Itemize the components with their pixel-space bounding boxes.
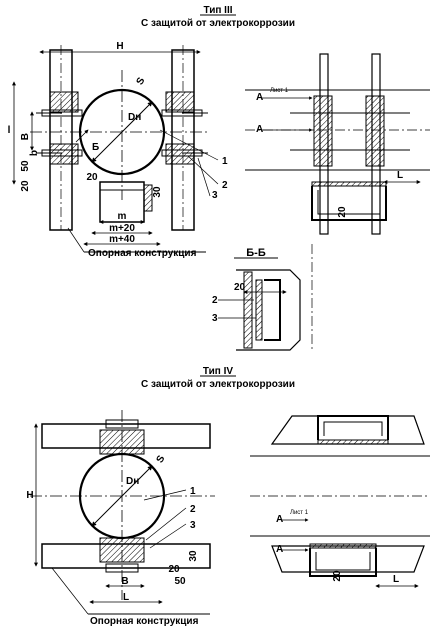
t3-callout-2: 2: [222, 180, 228, 191]
type3-subtitle: С защитой от электрокоррозии: [141, 18, 295, 29]
t4-B-dim: B: [121, 576, 128, 587]
t3-twenty-left-dim: 20: [20, 180, 31, 192]
type4-side-view: 20 L A Лист 1 A: [250, 415, 430, 588]
type3-front-view: Dн S H l B b 50 20 20 30 m m+20: [8, 41, 228, 259]
t3-l-dim: l: [8, 125, 11, 136]
type3-side-view: 20 L A Лист 1 A: [245, 53, 430, 235]
t3-b-dim: b: [29, 150, 40, 156]
t3-fifty-dim: 50: [20, 160, 31, 172]
t4-twenty-dim: 20: [168, 564, 180, 575]
type3-title: Тип III: [203, 5, 232, 16]
section-bb-title: Б-Б: [246, 247, 266, 259]
t3-twenty-mid-dim: 20: [86, 172, 98, 183]
t4-fifty-dim: 50: [174, 576, 186, 587]
t3-B-dim: B: [20, 133, 31, 140]
t4-diameter-label: Dн: [126, 476, 139, 487]
t4-callout-3: 3: [190, 520, 196, 531]
type4-title: Тип IV: [203, 366, 233, 377]
t4-thirty-dim: 30: [188, 550, 199, 562]
t3-H-dim: H: [116, 41, 123, 52]
t4-A-mark: A: [276, 514, 283, 525]
t3-callout-3: 3: [212, 190, 218, 201]
t4-callout-1: 1: [190, 486, 196, 497]
t3-callout-1: 1: [222, 156, 228, 167]
section-bb-twenty-dim: 20: [234, 282, 246, 293]
t4-s-label: S: [155, 453, 168, 465]
t4-side-L-dim: L: [393, 574, 399, 585]
t4-side-twenty-dim: 20: [332, 570, 343, 582]
t4-H-dim: H: [26, 490, 33, 501]
type4-subtitle: С защитой от электрокоррозии: [141, 379, 295, 390]
t3-A2-mark: A: [256, 124, 263, 135]
t3-section-arrow-label: Б: [92, 142, 99, 153]
t4-callout-2: 2: [190, 504, 196, 515]
t3-L-dim: L: [397, 170, 403, 181]
t3-m20-dim: m+20: [109, 223, 135, 234]
t3-m-dim: m: [118, 211, 127, 222]
t3-diameter-label: Dн: [128, 112, 141, 123]
t4-support-label: Опорная конструкция: [90, 616, 199, 627]
t3-m40-dim: m+40: [109, 234, 135, 245]
type4-front-view: Dн S H B L 20 50 30 1 2 3 Опорная констр…: [26, 410, 215, 627]
section-bb: Б-Б 20 2 3: [212, 244, 313, 351]
section-bb-callout-3: 3: [212, 313, 218, 324]
t3-support-label: Опорная конструкция: [88, 248, 197, 259]
t3-s-label: S: [135, 75, 148, 87]
t3-A-mark: A: [256, 92, 263, 103]
t3-list-ref: Лист 1: [270, 88, 289, 94]
t3-side-twenty-dim: 20: [337, 206, 348, 218]
t3-thirty-dim: 30: [152, 186, 163, 198]
t4-list-ref: Лист 1: [290, 510, 309, 516]
t4-A2-mark: A: [276, 544, 283, 555]
section-bb-callout-2: 2: [212, 295, 218, 306]
t4-L-dim: L: [123, 592, 129, 603]
